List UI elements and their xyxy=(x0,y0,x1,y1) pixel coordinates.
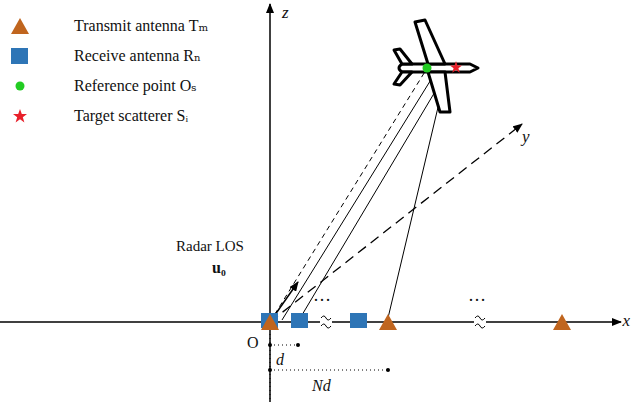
axis-label: u₀ xyxy=(212,259,226,277)
legend-symbol xyxy=(8,16,32,36)
legend-symbol xyxy=(8,106,32,126)
legend-text: Target scatterer Sᵢ xyxy=(74,107,188,125)
axis-label: x xyxy=(622,312,630,331)
axis-label: O xyxy=(247,334,259,352)
legend-symbol xyxy=(8,46,32,66)
legend-symbol xyxy=(8,76,32,96)
legend-text: Reference point Oₛ xyxy=(74,77,197,95)
axis-label: y xyxy=(522,128,530,147)
axis-label: Radar LOS xyxy=(176,238,244,255)
axis-label: z xyxy=(282,4,289,23)
axis-label: Nd xyxy=(312,377,331,395)
legend-text: Transmit antenna Tₘ xyxy=(74,17,208,35)
legend-text: Receive antenna Rₙ xyxy=(74,47,201,65)
axis-label: d xyxy=(276,351,284,369)
axis-label: … xyxy=(313,286,331,306)
axis-label: … xyxy=(468,286,486,306)
